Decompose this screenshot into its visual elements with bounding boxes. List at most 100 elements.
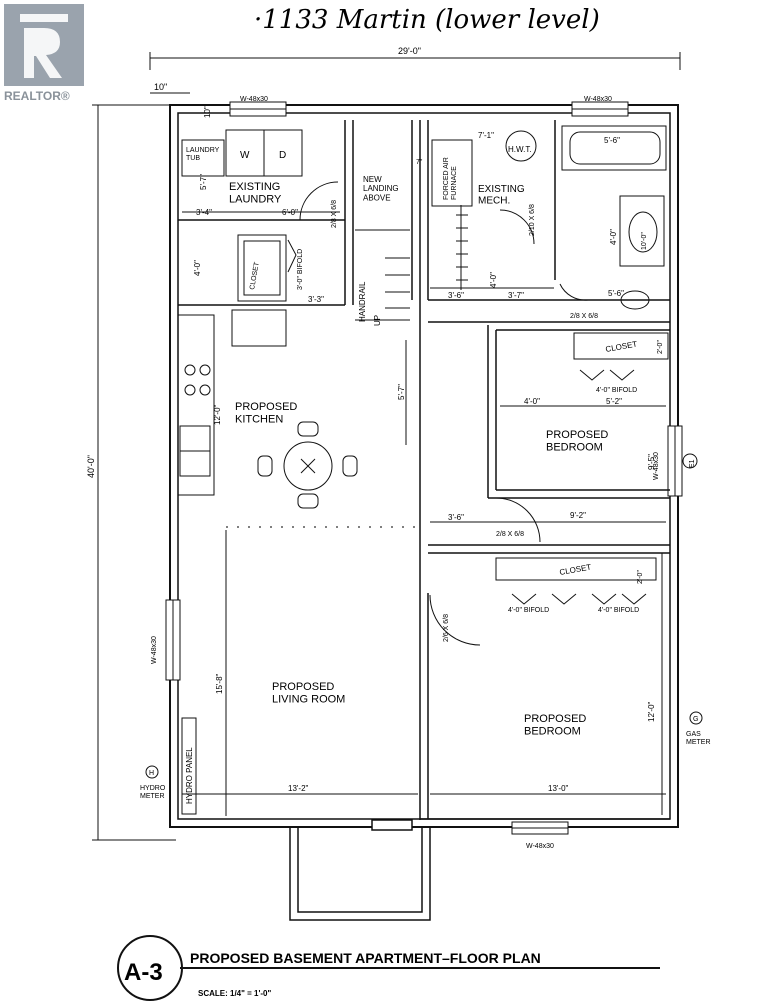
bedroom2-door-label: 2/6 X 6/8	[443, 614, 450, 642]
closet-height-label: 4'-0"	[193, 260, 202, 276]
stairs-up-label: UP	[373, 315, 382, 326]
closet-width-label: 3'-3"	[308, 295, 324, 304]
hydro-panel	[181, 717, 197, 815]
living-depth-label: 15'-8"	[215, 673, 224, 694]
living-width-label: 13'-2"	[288, 784, 309, 793]
drawing-title: PROPOSED BASEMENT APARTMENT–FLOOR PLAN	[190, 950, 541, 966]
overall-depth-dimension	[92, 104, 176, 841]
overall-width-label: 29'-0"	[398, 46, 421, 56]
closet-small	[237, 234, 287, 302]
bedroom1-door-label: 2/8 X 6/8	[496, 531, 524, 538]
bath-width-label: 5'-6"	[604, 136, 620, 145]
drawing-scale: SCALE: 1/4" = 1'-0"	[198, 989, 271, 998]
bedroom1-bifold-label: 4'-0" BIFOLD	[596, 387, 637, 394]
washer-label: W	[240, 150, 250, 161]
window-right	[667, 425, 683, 497]
mech-door-label: 2/10 X 6/8	[529, 204, 536, 236]
hydro-meter-icon	[145, 765, 159, 779]
gas-meter-icon	[689, 711, 703, 725]
hydro-meter-symbol: H	[149, 770, 154, 777]
overall-depth-label: 40'-0"	[86, 455, 96, 478]
hwt-label: H.W.T.	[508, 145, 532, 154]
bedroom2-closet-depth-label: 2'-0"	[637, 570, 644, 584]
closet-bifold-label: 3'-0" BIFOLD	[297, 249, 304, 290]
bath-door-label: 2/8 X 6/8	[570, 313, 598, 320]
bath-height-label: 4'-0"	[609, 229, 618, 245]
bedroom1-depth-label: 9'-5"	[647, 454, 656, 470]
vanity	[619, 195, 665, 267]
laundry-height-label: 5'-7"	[199, 174, 208, 190]
bedroom-window-tag: E1	[689, 459, 696, 468]
bedroom2-bifold-1-label: 4'-0" BIFOLD	[508, 607, 549, 614]
handrail-label: HANDRAIL	[358, 281, 367, 322]
laundry-door-label: 2/8 X 6/8	[331, 200, 338, 228]
overall-width-dimension	[149, 52, 681, 70]
realtor-watermark: REALTOR®	[4, 4, 84, 103]
closet-small-label: CLOSET	[249, 261, 261, 291]
dining-table	[257, 421, 358, 509]
window-left-label: W-48x30	[151, 636, 158, 664]
bedroom1-closet	[573, 332, 669, 360]
mech-top-label: 7'-1"	[478, 131, 494, 140]
bedroom2-bifold-2-label: 4'-0" BIFOLD	[598, 607, 639, 614]
dryer-label: D	[279, 150, 286, 161]
water-heater	[505, 130, 537, 162]
sheet-number: A-3	[124, 959, 163, 986]
handwritten-title: ·1133 Martin (lower level)	[254, 5, 600, 35]
realtor-watermark-text: REALTOR®	[4, 89, 70, 103]
window-top-left-label: W-48x30	[240, 96, 268, 103]
hall-b-label: 3'-7"	[508, 291, 524, 300]
bedroom1-hall-label: 3'-6"	[448, 513, 464, 522]
gas-meter-symbol: G	[693, 716, 698, 723]
hall-a-label: 3'-6"	[448, 291, 464, 300]
bedroom2-width-label: 13'-0"	[548, 784, 569, 793]
title-block: A-3 PROPOSED BASEMENT APARTMENT–FLOOR PL…	[117, 935, 660, 1001]
stairs	[355, 229, 410, 321]
furnace-label: FORCED AIRFURNACE	[443, 157, 458, 200]
interior-walls	[178, 120, 670, 820]
bedroom2-depth-label: 12'-0"	[647, 701, 656, 722]
tub-dim-label: 10'-0"	[641, 232, 648, 250]
laundry-door-swing	[299, 181, 339, 221]
bedroom1-closet-label: CLOSET	[605, 340, 638, 354]
ladder-vent	[456, 205, 468, 290]
landing-depth-label: 5'-7"	[397, 384, 406, 400]
window-left	[165, 599, 181, 681]
kitchen-counter-label: 12'-0"	[213, 404, 222, 425]
laundry-area	[181, 129, 303, 177]
offset-top-label: 10"	[154, 82, 167, 92]
window-top-right-label: W-48x30	[584, 96, 612, 103]
bathtub	[561, 125, 667, 171]
bedroom1-width-label: 9'-2"	[570, 511, 586, 520]
bath-bottom-label: 5'-6"	[608, 289, 624, 298]
kitchen-counter	[177, 309, 287, 496]
window-top-right	[571, 101, 629, 117]
bedroom1-closet-depth-label: 2'-0"	[657, 340, 664, 354]
window-top-left	[229, 101, 287, 117]
entry-projection	[289, 819, 431, 921]
mech-side-label: 7"	[416, 159, 423, 166]
bedroom2-closet	[495, 557, 657, 581]
offset-side-label: 10"	[203, 106, 212, 118]
window-bottom	[511, 821, 569, 835]
exterior-walls	[169, 104, 679, 828]
bedroom1-closet-a-label: 4'-0"	[524, 397, 540, 406]
mech-depth-label: 4'-0"	[489, 272, 498, 288]
window-right-label: W-48x30	[653, 452, 660, 480]
window-bottom-label: W-48x30	[526, 843, 554, 850]
bedroom2-closet-label: CLOSET	[559, 563, 592, 577]
furnace	[431, 139, 473, 207]
bedroom1-closet-b-label: 5'-2"	[606, 397, 622, 406]
toilet	[620, 290, 650, 310]
